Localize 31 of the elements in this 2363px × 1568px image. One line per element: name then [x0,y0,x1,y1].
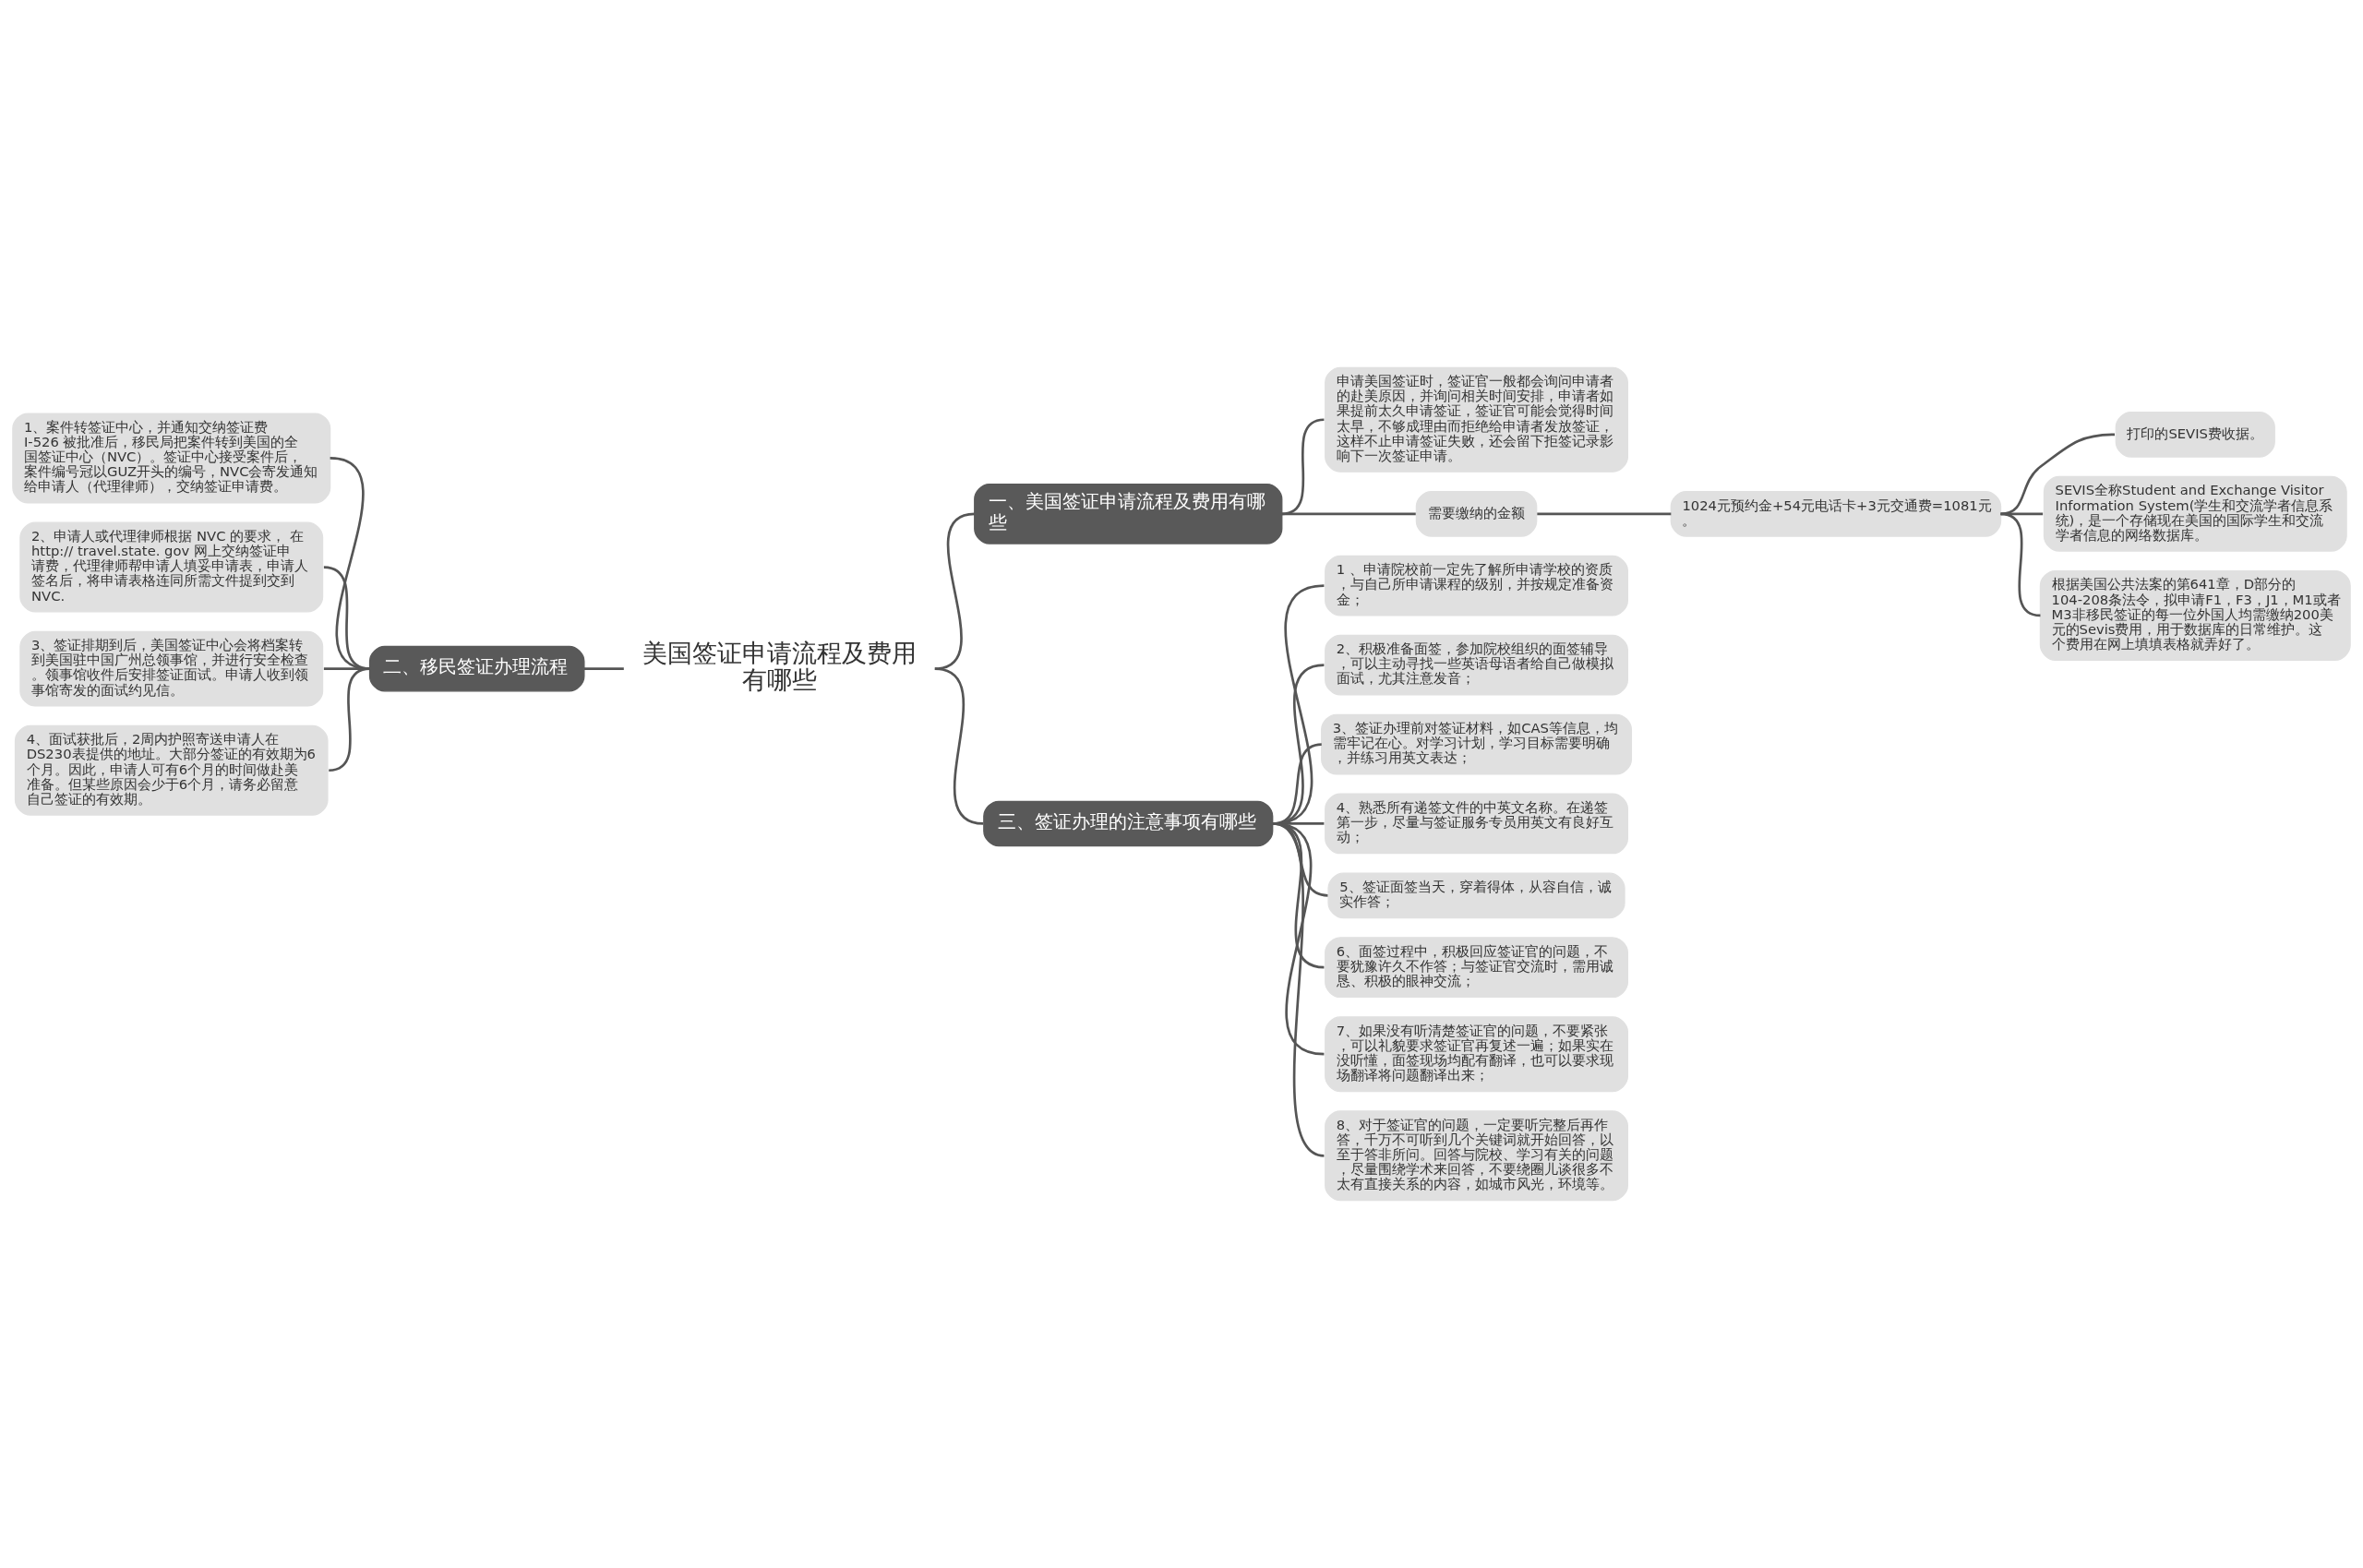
node-box: 5、签证面签当天，穿着得体，从容自信，诚实作答； [1327,872,1625,919]
connector [2000,433,2116,516]
node-box: 1024元预约金+54元电话卡+3元交通费=1081元。 [1670,490,2002,537]
connector [934,667,984,825]
node-box: 根据美国公共法案的第641章，D部分的104-208条法令，拟申请F1，F3，J1，M1或者M3非移民签证的每一位外国人均需缴纳200美元的Sevis费用，用于数据库的日常维护。这个费用在网上填填表格就弄好了。 [2039,569,2351,661]
connector [2000,512,2044,516]
connector [329,667,370,772]
node-box: 一、美国签证申请流程及费用有哪些 [974,483,1283,545]
node-box: 2、积极准备面签，参加院校组织的面签辅导，可以主动寻找一些英语母语者给自己做模拟面试，尤其注意发音； [1325,634,1628,696]
node-box: 7、如果没有听清楚签证官的问题，不要紧张，可以礼貌要求签证官再复述一遍；如果实在没听懂，面签现场均配有翻译，也可以要求现场翻译将问题翻译出来； [1325,1016,1628,1093]
node-box: 申请美国签证时，签证官一般都会询问申请者的赴美原因，并询问相关时间安排，申请者如果提前太久申请签证，签证官可能会觉得时间太早，不够成理由而拒绝给申请者发放签证，这样不止申请签证失败，还会留下拒签记录影响下一次签证申请。 [1325,366,1628,473]
node-box: 三、签证办理的注意事项有哪些 [983,800,1274,847]
node-box: 8、对于签证官的问题，一定要听完整后再作答，千万不可听到几个关键词就开始回答，以至于答非所问。回答与院校、学习有关的问题，尽量围绕学术来回答，不要绕圈儿谈很多不太有直接关系的内容，如城市风光，环境等。 [1325,1110,1628,1202]
node-box: 二、移民签证办理流程 [368,645,585,692]
node-box: 打印的SEVIS费收据。 [2115,412,2275,458]
node-box: 2、申请人或代理律师根据 NVC 的要求， 在http:// travel.state. gov 网上交纳签证申请费，代理律师帮申请人填妥申请表，申请人签名后，将申请表格连同所需文件提到交到 NVC. [19,521,324,613]
node-box: 3、签证排期到后，美国签证中心会将档案转到美国驻中国广州总领事馆，并进行安全检查。领事馆收件后安排签证面试。申请人收到领事馆寄发的面试约见信。 [19,630,324,707]
node-text: 美国签证申请流程及费用有哪些 [642,638,917,695]
connector [1537,512,1672,516]
node-box: 3、签证办理前对签证材料，如CAS等信息，均需牢记在心。对学习计划，学习目标需要明确，并练习用英文表达； [1321,713,1633,775]
connector [2000,512,2041,617]
connector [1272,822,1325,1157]
node-box: 4、熟悉所有递签文件的中英文名称。在递签第一步，尽量与签证服务专员用英文有良好互动； [1325,793,1628,855]
node-box: 需要缴纳的金额 [1415,490,1538,537]
connector [583,667,624,670]
node-box: 1 、申请院校前一定先了解所申请学校的资质，与自己所申请课程的级别，并按规定准备资金； [1325,555,1628,616]
node-box: 1、案件转签证中心，并通知交纳签证费 I-526 被批准后，移民局把案件转到美国的全国签证中心（NVC）。签证中心接受案件后，案件编号冠以GUZ开头的编号，NVC会寄发通知给申请人（代理律师），交纳签证申请费。 [12,413,331,504]
connector [1281,512,1416,516]
node-box: 4、面试获批后，2周内护照寄送申请人在 DS230表提供的地址。大部分签证的有效期为6个月。因此，申请人可有6个月的时间做赴美准备。但某些原因会少于6个月，请务必留意自己签证的有效期。 [14,724,329,816]
node-box: SEVIS全称Student and Exchange Visitor Information System(学生和交流学者信息系统)，是一个存储现在美国的国际学生和交流学者信息的网络数据库。 [2043,475,2347,552]
node-box: 6、面签过程中，积极回应签证官的问题，不要犹豫许久不作答；与签证官交流时，需用诚恳、积极的眼神交流； [1325,937,1628,999]
